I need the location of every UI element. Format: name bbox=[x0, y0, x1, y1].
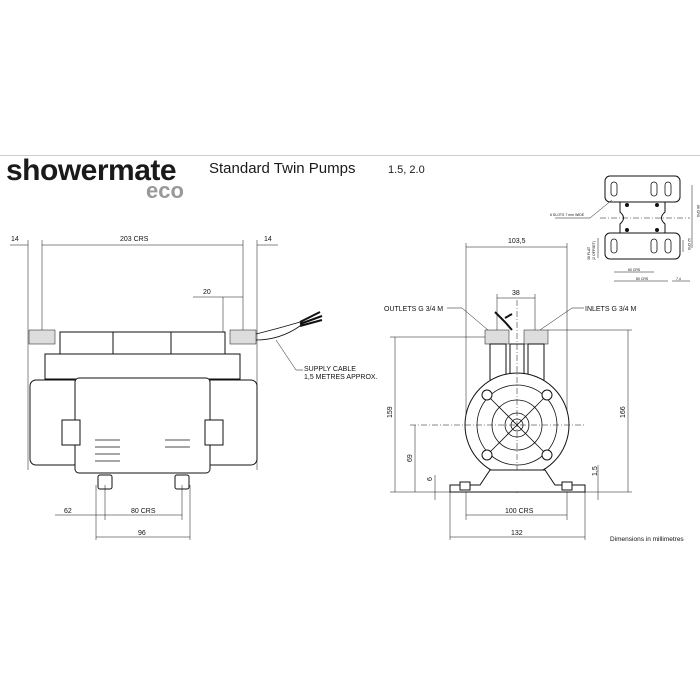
dim-width: 103,5 bbox=[508, 238, 526, 245]
dim-base: 6 bbox=[427, 477, 434, 481]
dim-foot-width: 96 bbox=[138, 530, 146, 537]
dim-flat-note: (2 OFFSET) bbox=[592, 241, 596, 260]
inlets-label: INLETS G 3/4 M bbox=[585, 306, 637, 313]
dim-port-centres: 38 bbox=[512, 290, 520, 297]
plan-view: 6 SLOTS 7 mm WIDE 86 CRS 12 CRS 38 FLAT … bbox=[550, 175, 700, 282]
dim-foot-centres: 100 CRS bbox=[505, 508, 534, 515]
page-title: Standard Twin Pumps bbox=[209, 160, 356, 177]
dim-small-centres: 12 CRS bbox=[687, 238, 691, 251]
units-note: Dimensions in millimetres bbox=[610, 536, 684, 543]
front-view: 14 203 CRS 14 20 bbox=[10, 236, 378, 540]
dim-foot-offset: 62 bbox=[64, 508, 72, 515]
slots-label: 6 SLOTS 7 mm WIDE bbox=[550, 213, 585, 217]
dim-foot-width: 132 bbox=[511, 530, 523, 537]
cable-label-line2: 1,5 METRES APPROX. bbox=[304, 374, 378, 381]
model-numbers: 1.5, 2.0 bbox=[388, 164, 425, 176]
dim-height-total: 166 bbox=[620, 406, 627, 418]
dim-centres: 203 CRS bbox=[120, 236, 149, 243]
dim-axis-height: 69 bbox=[407, 454, 414, 462]
header-rule bbox=[0, 155, 700, 156]
dim-foot-centres: 80 CRS bbox=[131, 508, 156, 515]
dim-outer-centres: 80 CRS bbox=[636, 277, 649, 281]
brand-logo-sub: eco bbox=[146, 178, 184, 203]
dim-height-ports: 159 bbox=[387, 406, 394, 418]
brand-logo: showermate bbox=[6, 154, 177, 187]
outlets-label: OUTLETS G 3/4 M bbox=[384, 306, 443, 313]
dim-base-plate: 1,5 bbox=[592, 466, 599, 476]
dim-cable-offset: 20 bbox=[203, 289, 211, 296]
dim-left-offset: 14 bbox=[11, 236, 19, 243]
dim-vertical-centres: 86 CRS bbox=[696, 205, 700, 218]
dim-inner-centres: 60 CRS bbox=[628, 268, 641, 272]
side-view: 103,5 38 OUTLETS G 3/4 M INLETS G 3/4 M bbox=[384, 238, 637, 540]
dim-edge: 7,4 bbox=[676, 277, 681, 281]
dim-right-offset: 14 bbox=[264, 236, 272, 243]
motor-cooling-fins bbox=[95, 439, 190, 462]
cable-label-line1: SUPPLY CABLE bbox=[304, 366, 356, 373]
dim-flat: 38 FLAT bbox=[587, 246, 591, 260]
